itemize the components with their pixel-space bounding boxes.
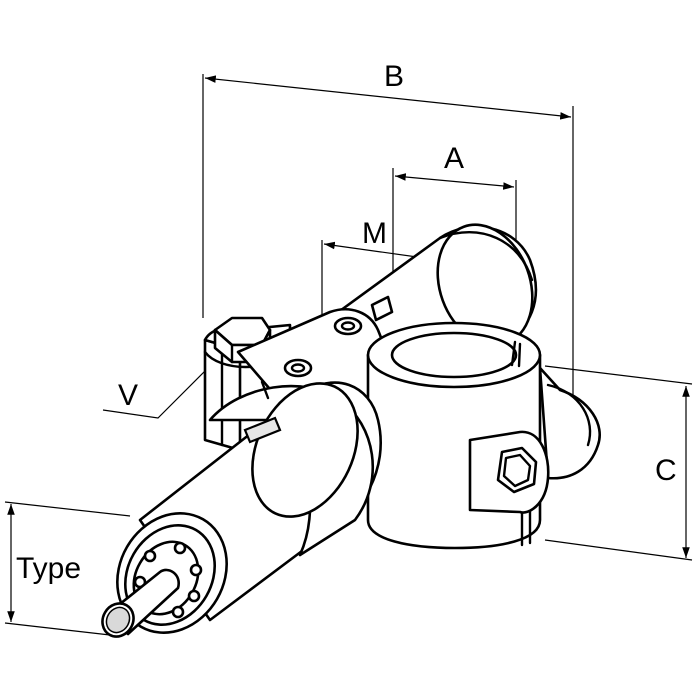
label-c: C: [655, 454, 677, 487]
label-type: Type: [16, 552, 81, 585]
label-b: B: [384, 60, 404, 93]
label-a: A: [444, 142, 464, 175]
dimension-labels: B A M V C Type: [16, 60, 677, 585]
vertical-socket: [366, 321, 550, 550]
label-v: V: [118, 379, 138, 412]
label-m: M: [362, 217, 387, 250]
horizontal-tube-stub: [538, 366, 601, 480]
tube-end-cap: [101, 512, 228, 638]
